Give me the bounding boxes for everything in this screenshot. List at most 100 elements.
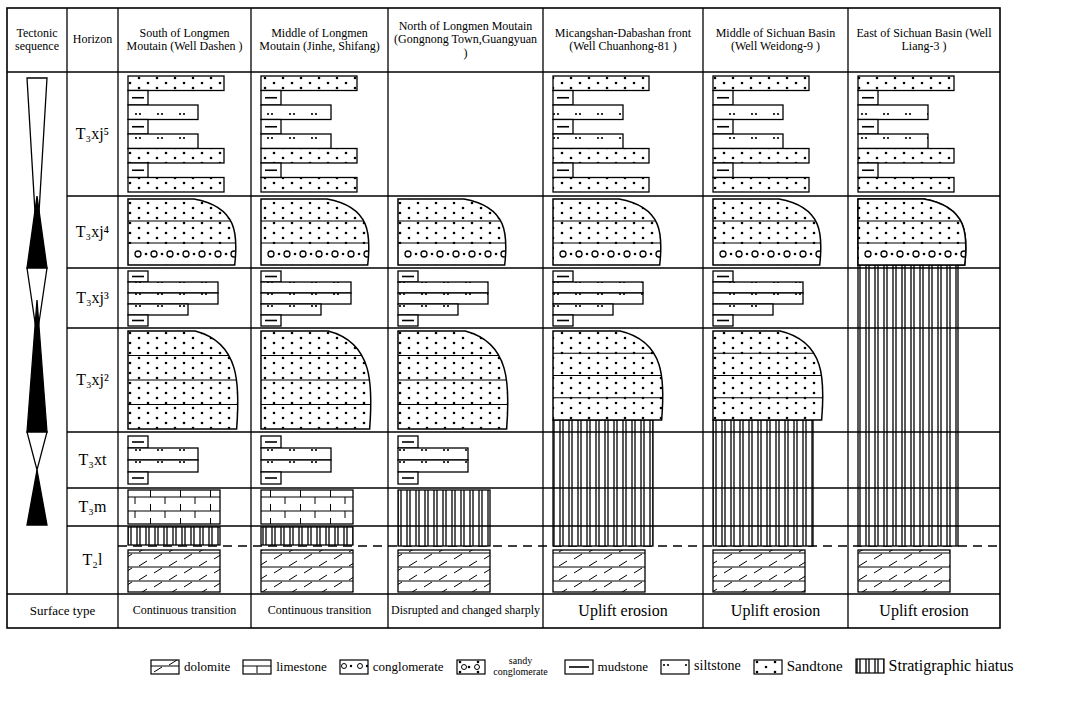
sand-grain	[278, 253, 281, 256]
silt-bed	[713, 304, 773, 315]
silt-bed	[128, 282, 218, 293]
pebble	[421, 251, 427, 257]
pebble	[576, 251, 582, 257]
sand-bed	[128, 76, 224, 91]
mud-bed	[128, 271, 148, 282]
conglomerate-ground	[859, 244, 969, 264]
silt-bed	[553, 282, 643, 293]
silt-bed	[261, 448, 331, 460]
horizon-label: T₃xj⁴	[67, 196, 118, 268]
legend-text: siltstone	[694, 659, 741, 674]
pebble	[461, 664, 466, 669]
table-frame	[7, 8, 1000, 628]
bed-boundary	[713, 353, 825, 354]
fan-outline	[553, 199, 661, 265]
fan-inner	[128, 356, 240, 405]
row-line	[67, 431, 1000, 432]
mudstone-dash	[717, 97, 729, 99]
pebble	[752, 251, 758, 257]
label-text: Middle of Longmen Moutain (Jinhe, Shifan…	[254, 27, 385, 53]
sand-bed	[713, 76, 809, 91]
surface-type-cell: Uplift erosion	[703, 594, 848, 628]
legend-sample-rect	[661, 660, 689, 674]
horizon-label: T₃xj⁵	[67, 72, 118, 196]
mud-bed	[128, 472, 148, 484]
silt-bed	[858, 134, 928, 149]
sand-grain	[241, 253, 244, 256]
fan-inner	[398, 221, 513, 264]
legend-item: siltstone	[660, 659, 741, 675]
mudstone-dash	[402, 320, 414, 322]
label-text: T₃xj²	[76, 371, 109, 389]
surface-type-label: Surface type	[7, 594, 118, 628]
label-text: T₃xj³	[76, 289, 109, 307]
mudstone-dash	[265, 320, 277, 322]
fan-outline	[713, 199, 821, 265]
sand-grain	[730, 253, 733, 256]
sand-grain	[778, 253, 781, 256]
mud-bed	[713, 91, 733, 106]
legend-sample	[456, 659, 486, 675]
mud-bed	[398, 271, 418, 282]
legend-item: sandy conglomerate	[456, 656, 552, 677]
mudstone-dash	[862, 97, 874, 99]
fan-inner	[398, 356, 510, 405]
silt-bed	[128, 304, 188, 315]
sand-grain	[358, 253, 361, 256]
silt-bed	[261, 105, 331, 120]
label-text: Horizon	[73, 33, 112, 46]
pebble	[560, 251, 566, 257]
dolo-block	[261, 550, 353, 592]
hiatus-block	[398, 490, 490, 546]
label-text: Micangshan-Dabashan front (Well Chuanhon…	[546, 27, 700, 53]
legend-item: limestone	[242, 659, 327, 675]
mudstone-dash	[265, 477, 277, 479]
mudstone-dash	[557, 320, 569, 322]
bed-boundary	[553, 242, 663, 243]
mud-bed	[713, 315, 733, 326]
label-text: T₂l	[83, 551, 103, 569]
mudstone-dash	[557, 126, 569, 128]
bed-boundary	[713, 242, 823, 243]
surface-type-cell: Continuous transition	[118, 594, 251, 628]
legend-sample	[855, 658, 885, 674]
sand-grain	[955, 253, 958, 256]
mudstone-dash	[717, 320, 729, 322]
label-text: Tectonic sequence	[10, 27, 64, 53]
mud-bed	[261, 163, 281, 178]
dolo-block	[858, 550, 950, 592]
horizon-label: T₃xt	[67, 432, 118, 488]
silt-bed	[553, 134, 623, 149]
pebble	[624, 251, 630, 257]
sand-bed	[858, 178, 954, 193]
bed-boundary	[398, 355, 510, 356]
fan-outline	[261, 199, 369, 265]
label-text: Surface type	[30, 604, 95, 618]
pebble	[784, 251, 790, 257]
sand-grain	[161, 253, 164, 256]
sand-grain	[570, 253, 573, 256]
bed-boundary	[261, 355, 373, 356]
mudstone-dash	[265, 169, 277, 171]
mudstone-dash	[265, 441, 277, 443]
silt-bed	[713, 293, 803, 304]
bed-boundary	[128, 379, 240, 380]
mudstone-dash	[132, 276, 144, 278]
header-cell: North of Longmen Moutain (Gongnong Town,…	[388, 8, 543, 72]
row-line	[67, 267, 1000, 268]
mudstone-dash	[132, 441, 144, 443]
mudstone-dash	[569, 666, 589, 668]
pebble	[268, 251, 274, 257]
mud-bed	[398, 472, 418, 484]
legend-text: conglomerate	[373, 660, 444, 674]
label-text: Continuous transition	[133, 604, 237, 617]
sand-bed	[261, 76, 357, 91]
tectonic-triangle	[27, 300, 47, 432]
column-line	[702, 8, 703, 628]
silt-bed	[128, 134, 198, 149]
bed-boundary	[128, 220, 238, 221]
label-text: North of Longmen Moutain (Gongnong Town,…	[391, 20, 540, 60]
pebble	[167, 251, 173, 257]
column-line	[542, 8, 543, 628]
pebble	[199, 251, 205, 257]
